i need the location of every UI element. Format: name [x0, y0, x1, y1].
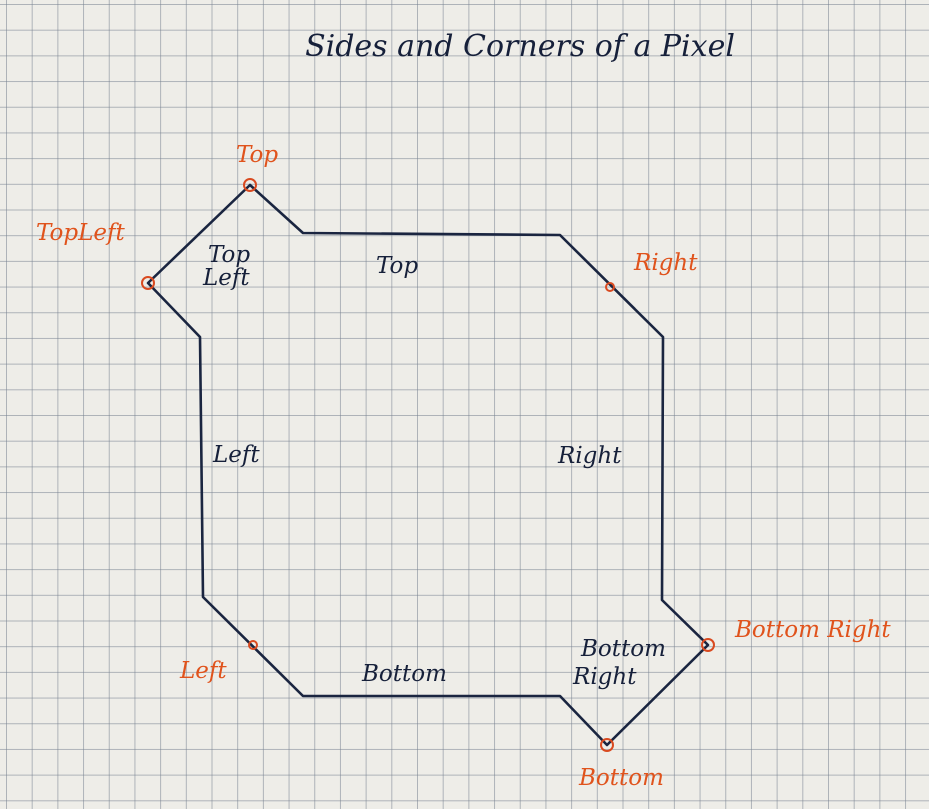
- marker-top: [243, 178, 257, 192]
- marker-top-left: [141, 276, 155, 290]
- inner-label-bottom-right-1: Bottom: [580, 636, 666, 662]
- marker-bottom: [600, 738, 614, 752]
- inner-label-top: Top: [376, 253, 418, 279]
- inner-label-right: Right: [557, 443, 622, 469]
- point-label-top: Top: [236, 142, 278, 168]
- diagram-title: Sides and Corners of a Pixel: [305, 29, 735, 64]
- point-label-top-left: TopLeft: [36, 220, 126, 246]
- marker-bottom-right: [701, 638, 715, 652]
- inner-label-top-left-2: Left: [202, 265, 250, 291]
- inner-label-top-left-1: Top: [208, 242, 250, 268]
- inner-label-left: Left: [212, 442, 260, 468]
- inner-label-bottom: Bottom: [361, 661, 447, 687]
- point-label-right: Right: [633, 250, 698, 276]
- pixel-outline: [146, 183, 710, 747]
- point-label-bottom-right: Bottom Right: [734, 617, 891, 643]
- point-label-bottom: Bottom: [578, 765, 664, 791]
- marker-left: [248, 640, 258, 650]
- point-label-left: Left: [179, 658, 227, 684]
- marker-right: [605, 282, 615, 292]
- inner-label-bottom-right-2: Right: [572, 664, 637, 690]
